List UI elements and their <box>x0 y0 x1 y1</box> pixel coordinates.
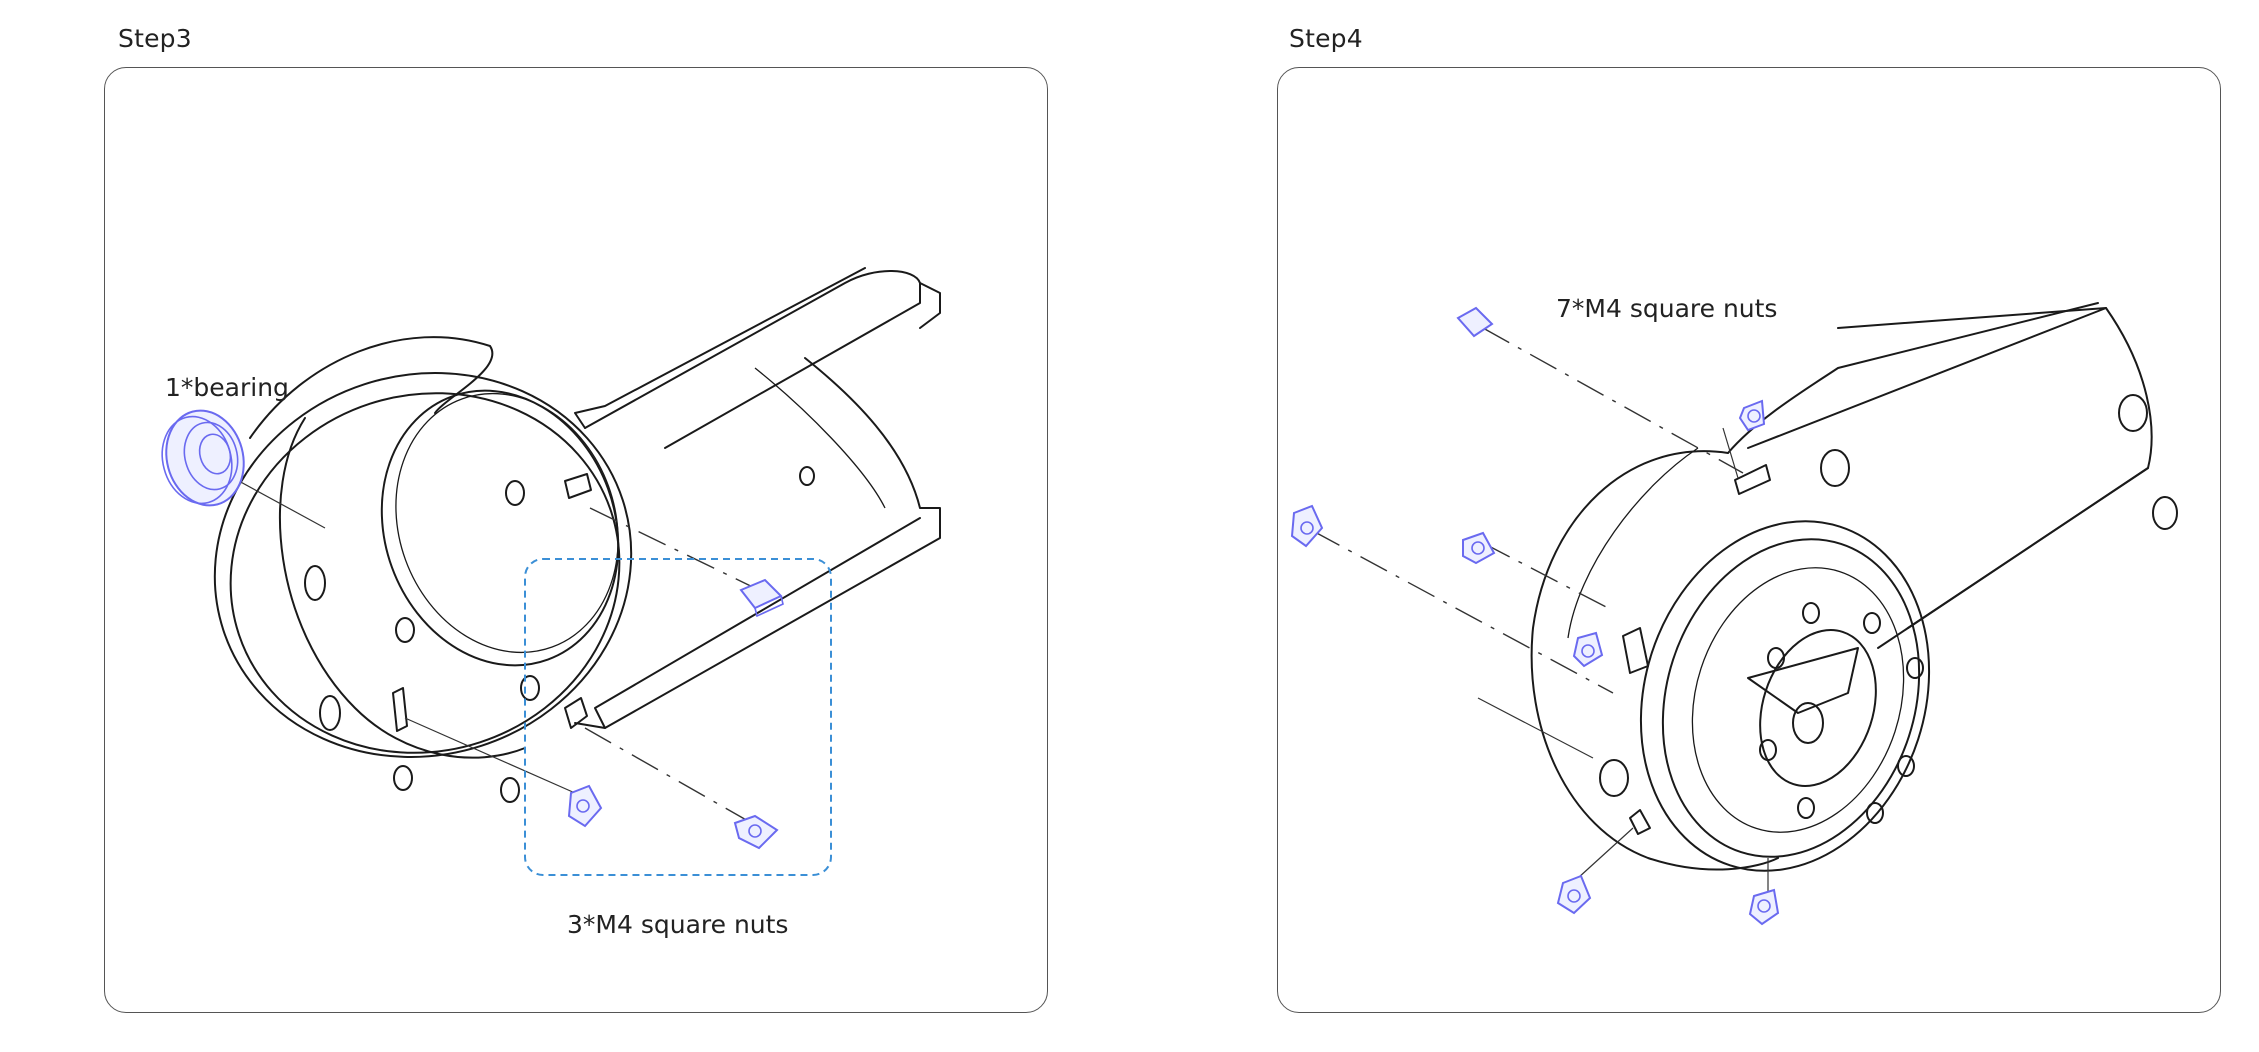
step3-drawing <box>153 267 941 876</box>
nut-leader-1 <box>589 507 766 594</box>
nut-leader-7 <box>1477 697 1594 759</box>
bearing-label: 1*bearing <box>165 373 289 402</box>
square-nut-icon[interactable] <box>567 784 603 828</box>
step4-drawing <box>1290 302 2178 926</box>
nut-leader-3 <box>1482 542 1609 609</box>
step3-nuts-label: 3*M4 square nuts <box>567 910 789 939</box>
joint-housing-drawing <box>1530 302 2178 872</box>
selection-box <box>524 558 832 876</box>
nut-leader-2 <box>584 727 756 826</box>
square-nut-icon[interactable] <box>1290 504 1324 548</box>
step3-panel: 1*bearing 3*M4 square nuts <box>104 67 1048 1013</box>
square-nut-icon[interactable] <box>1748 888 1780 926</box>
nut-leader-4 <box>1722 427 1739 479</box>
step4-title: Step4 <box>1289 24 1363 53</box>
nut-leader-1 <box>1482 327 1744 474</box>
step4-panel: 7*M4 square nuts <box>1277 67 2221 1013</box>
step3-title: Step3 <box>118 24 192 53</box>
nut-leader-5 <box>1577 827 1634 879</box>
step4-nuts-label: 7*M4 square nuts <box>1556 294 1778 323</box>
nut-leader-2 <box>1312 530 1614 694</box>
nut-leader-3 <box>404 717 576 794</box>
square-nut-icon[interactable] <box>1556 874 1592 915</box>
square-nut-icon[interactable] <box>1456 306 1494 338</box>
bearing-icon[interactable] <box>153 402 254 514</box>
square-nut-icon[interactable] <box>1572 631 1604 668</box>
square-nut-icon[interactable] <box>733 814 779 850</box>
square-nut-icon[interactable] <box>739 578 784 618</box>
square-nut-icon[interactable] <box>1462 531 1496 565</box>
joint-housing-drawing <box>213 267 941 803</box>
square-nut-icon[interactable] <box>1738 399 1766 432</box>
